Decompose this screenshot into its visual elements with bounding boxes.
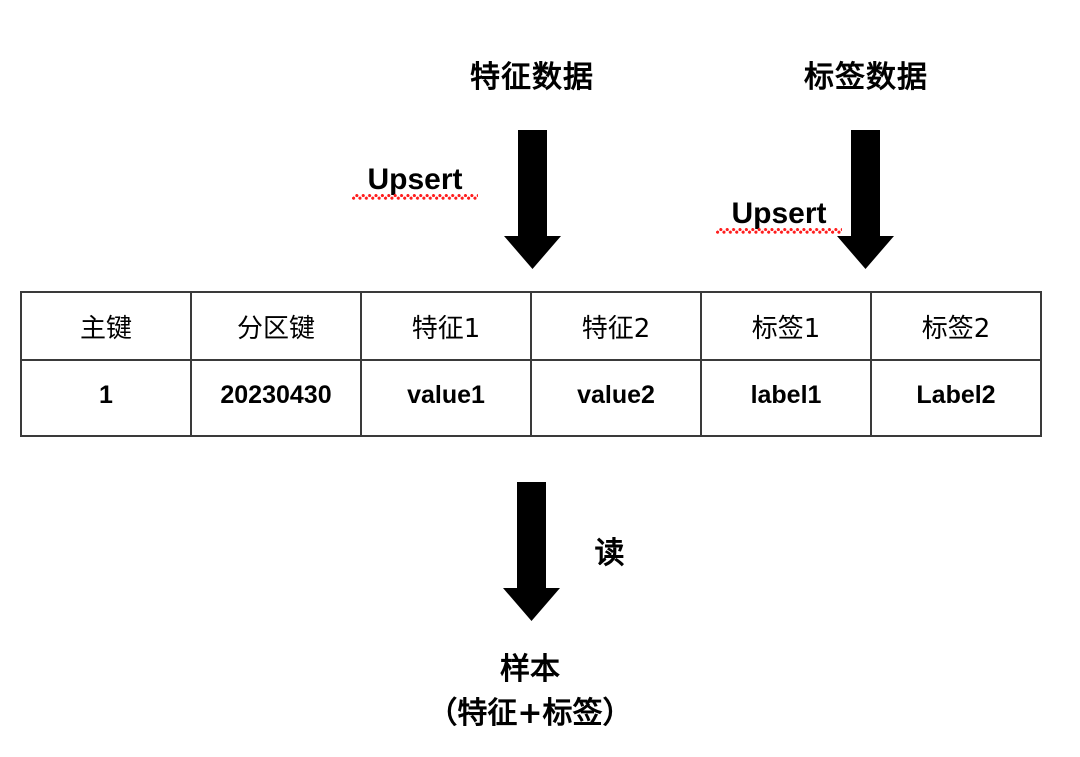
source-label-tag-data: 标签数据 bbox=[804, 60, 928, 95]
arrow-down-feature-upsert-icon bbox=[504, 130, 561, 269]
operation-label-upsert-tag: Upsert bbox=[716, 197, 842, 234]
feature-label-table: 主键 分区键 特征1 特征2 标签1 标签2 1 20230430 value1… bbox=[20, 291, 1042, 437]
table-header-row: 主键 分区键 特征1 特征2 标签1 标签2 bbox=[20, 291, 1042, 361]
operation-text-upsert-tag: Upsert bbox=[731, 197, 827, 230]
table-cell-feature-2: value2 bbox=[530, 359, 702, 437]
table-cell-feature-1: value1 bbox=[360, 359, 532, 437]
table-header-feature-1: 特征1 bbox=[360, 291, 532, 361]
table-header-feature-2: 特征2 bbox=[530, 291, 702, 361]
output-caption-line-1: 样本 bbox=[500, 652, 560, 687]
table-cell-partition-key: 20230430 bbox=[190, 359, 362, 437]
spellcheck-underline-icon bbox=[352, 194, 478, 200]
operation-text-upsert-feature: Upsert bbox=[367, 163, 463, 196]
table-row: 1 20230430 value1 value2 label1 Label2 bbox=[20, 359, 1042, 437]
source-label-feature-data: 特征数据 bbox=[470, 60, 594, 95]
table-cell-label-1: label1 bbox=[700, 359, 872, 437]
operation-label-upsert-feature: Upsert bbox=[352, 163, 478, 200]
arrow-down-read-icon bbox=[503, 482, 560, 621]
table-header-label-1: 标签1 bbox=[700, 291, 872, 361]
operation-label-read: 读 bbox=[594, 536, 626, 571]
arrow-down-tag-upsert-icon bbox=[837, 130, 894, 269]
table-cell-label-2: Label2 bbox=[870, 359, 1042, 437]
table-header-label-2: 标签2 bbox=[870, 291, 1042, 361]
spellcheck-underline-icon-2 bbox=[716, 228, 842, 234]
table-header-primary-key: 主键 bbox=[20, 291, 192, 361]
table-header-partition-key: 分区键 bbox=[190, 291, 362, 361]
table-cell-primary-key: 1 bbox=[20, 359, 192, 437]
output-caption-line-2: （特征+标签） bbox=[427, 696, 633, 731]
output-caption: 样本 （特征+标签） bbox=[330, 648, 730, 736]
